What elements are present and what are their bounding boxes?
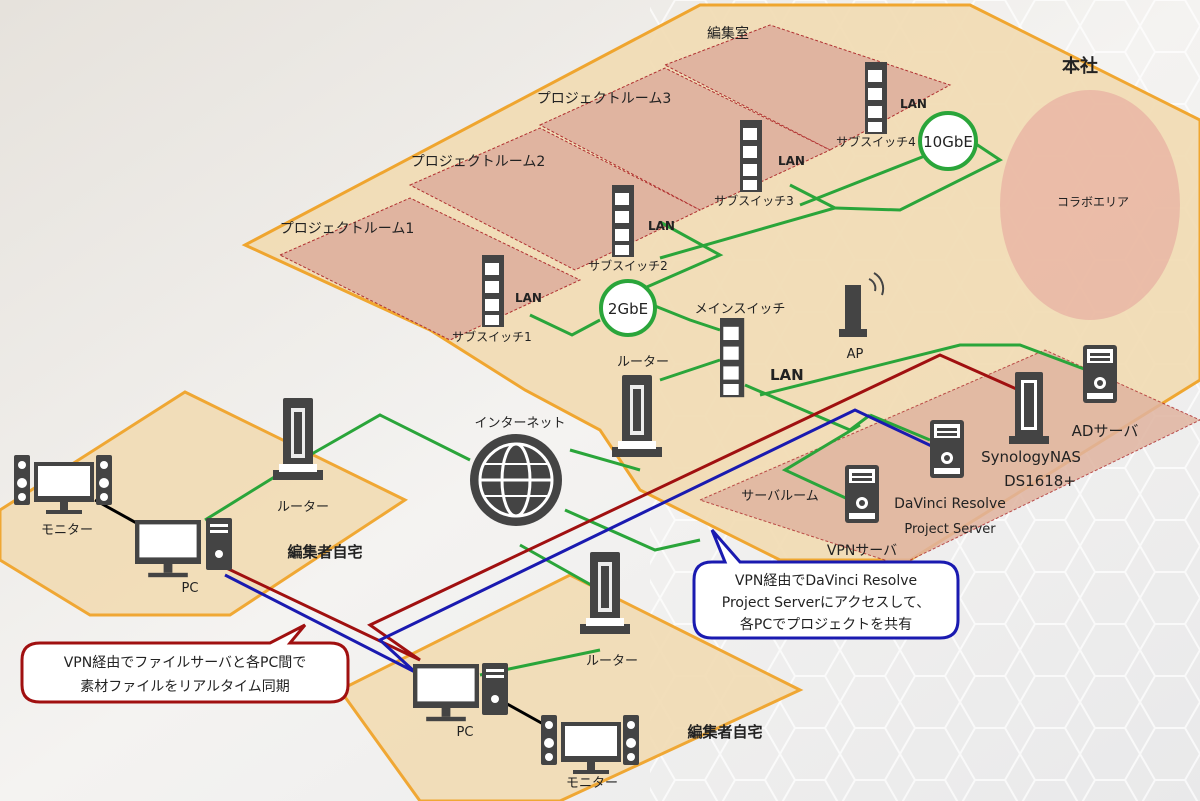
project-room-2-label: プロジェクトルーム2	[411, 154, 546, 170]
collab-area-label: コラボエリア	[1057, 195, 1129, 209]
speaker-right-icon	[96, 455, 112, 505]
speed-badge-2g	[599, 279, 657, 337]
sub-switch-1-icon	[482, 255, 504, 327]
router-home2-label: ルーター	[586, 654, 638, 669]
sub-switch-3-icon	[740, 120, 762, 192]
speed-10g-label: 10GbE	[923, 133, 973, 151]
speaker-left-icon	[14, 455, 30, 505]
callout-blue-line-3: 各PCでプロジェクトを共有	[740, 617, 912, 633]
speed-badge-10g	[918, 111, 978, 171]
editing-room-label: 編集室	[707, 25, 749, 42]
callout-davinci: VPN経由でDaVinci Resolve Project Serverにアクセ…	[692, 529, 960, 640]
lan-label-4: LAN	[900, 97, 927, 111]
callout-red-line-2: 素材ファイルをリアルタイム同期	[80, 679, 290, 695]
callout-blue-line-2: Project Serverにアクセスして、	[722, 595, 930, 611]
ap-label: AP	[847, 347, 864, 362]
davinci-label-1: DaVinci Resolve	[894, 496, 1006, 512]
honsha-label: 本社	[1062, 55, 1098, 77]
internet-globe-icon	[470, 434, 562, 526]
vpn-server-icon	[845, 465, 879, 523]
callout-file-sync: VPN経由でファイルサーバと各PC間で 素材ファイルをリアルタイム同期	[20, 623, 350, 704]
collab-area-ellipse	[1000, 90, 1180, 320]
router-office-label: ルーター	[617, 355, 669, 370]
pc-home2-label: PC	[457, 725, 474, 740]
speed-2g-label: 2GbE	[608, 300, 648, 318]
pc-home1-label: PC	[182, 581, 199, 596]
lan-label-1: LAN	[515, 291, 542, 305]
davinci-label-2: Project Server	[904, 522, 996, 537]
speaker-right2-icon	[623, 715, 639, 765]
home-area-1	[0, 390, 409, 617]
ad-server-label: ADサーバ	[1072, 422, 1139, 440]
pc-tower-home2-icon	[482, 663, 508, 715]
room-project-1	[278, 197, 582, 341]
main-switch-label: メインスイッチ	[695, 302, 786, 317]
sub-switch-4-icon	[865, 62, 887, 134]
sub-switch-2-icon	[612, 185, 634, 257]
internet-label: インターネット	[474, 416, 565, 431]
ad-server-icon	[1083, 345, 1117, 403]
vpn-server-label: VPNサーバ	[827, 543, 897, 559]
home-1-label: 編集者自宅	[287, 543, 362, 561]
pc-tower-home1-icon	[206, 518, 232, 570]
sub-switch-3-label: サブスイッチ3	[714, 193, 794, 208]
access-point-icon	[839, 272, 885, 337]
vpn-blue-line	[224, 408, 941, 674]
monitor-home1-label: モニター	[41, 523, 93, 538]
lan-label-main: LAN	[770, 366, 804, 384]
server-room-label: サーバルーム	[741, 489, 818, 504]
callout-red-line-1: VPN経由でファイルサーバと各PC間で	[64, 655, 307, 671]
main-switch-icon	[720, 318, 745, 398]
lan-label-2: LAN	[648, 219, 675, 233]
project-room-3-label: プロジェクトルーム3	[537, 91, 672, 107]
sub-switch-2-label: サブスイッチ2	[588, 258, 668, 273]
callout-blue-line-1: VPN経由でDaVinci Resolve	[735, 573, 917, 589]
project-room-1-label: プロジェクトルーム1	[280, 221, 415, 237]
sub-switch-1-label: サブスイッチ1	[452, 329, 532, 344]
home-area-2	[337, 573, 804, 801]
lan-label-3: LAN	[778, 154, 805, 168]
nas-label-1: SynologyNAS	[981, 448, 1081, 466]
sub-switch-4-label: サブスイッチ4	[836, 134, 916, 149]
router-home1-label: ルーター	[277, 500, 329, 515]
vpn-red-line	[219, 353, 1031, 662]
speaker-left2-icon	[541, 715, 557, 765]
home-2-label: 編集者自宅	[687, 723, 762, 741]
monitor-home2-label: モニター	[566, 776, 618, 791]
nas-icon	[1009, 372, 1049, 444]
nas-label-2: DS1618+	[1004, 472, 1076, 490]
davinci-server-icon	[930, 420, 964, 478]
